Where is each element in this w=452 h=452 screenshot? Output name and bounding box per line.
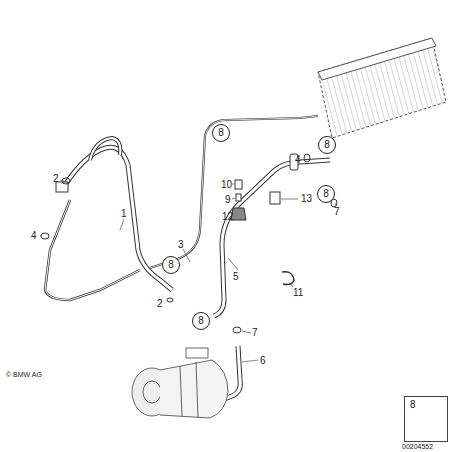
callout-number: 2 [157, 299, 163, 309]
caption-note: © BMW AG [6, 371, 42, 378]
callout-number: 7 [334, 207, 340, 217]
callout-number: 12 [222, 212, 233, 222]
callout-number: 8 [323, 189, 329, 199]
callout-circle: 8 [192, 312, 210, 330]
callout-circle: 8 [162, 256, 180, 274]
callout-number: 9 [225, 195, 231, 205]
callout-circle: 8 [212, 124, 230, 142]
callout-number: 10 [221, 180, 232, 190]
callout-number: 8 [168, 260, 174, 270]
callout-number: 8 [198, 316, 204, 326]
callout-number: 8 [218, 128, 224, 138]
callout-number: 11 [293, 288, 303, 298]
callout-circle: 8 [318, 136, 336, 154]
callout-number: 4 [295, 155, 301, 165]
callout-number: 1 [121, 209, 127, 219]
callout-circle: 8 [317, 185, 335, 203]
callout-number: 7 [252, 328, 258, 338]
callout-number: 13 [301, 194, 312, 204]
callout-number: 6 [260, 356, 266, 366]
caption-note: 00204552 [402, 443, 433, 450]
callout-number: 4 [31, 231, 37, 241]
callout-number: 2 [53, 174, 59, 184]
callout-number: 8 [324, 140, 330, 150]
fastener-box: 8 [404, 396, 448, 442]
callout-number: 5 [233, 272, 239, 282]
callout-number: 3 [178, 240, 184, 250]
callout-number: 8 [410, 400, 416, 410]
